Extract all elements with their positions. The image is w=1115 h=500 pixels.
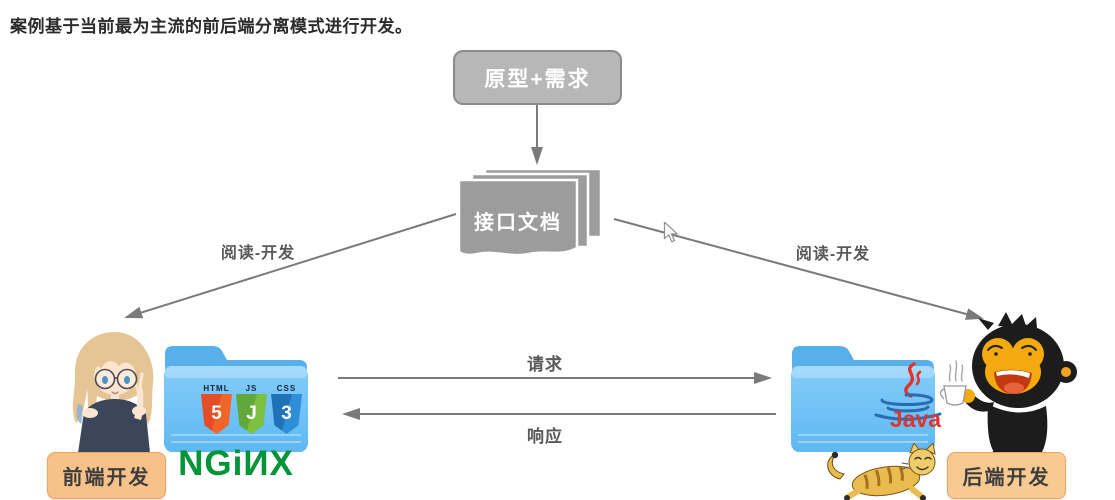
coffee-cup-icon	[939, 360, 967, 406]
api-doc-label: 接口文档	[474, 212, 562, 234]
html5-badge-icon: HTML 5	[201, 384, 232, 434]
tomcat-logo-icon	[827, 443, 936, 500]
backend-role-badge: 后端开发	[947, 452, 1066, 499]
prototype-requirements-label: 原型+需求	[484, 67, 591, 91]
backend-folder-icon	[791, 346, 935, 452]
html5-badge-glyph: 5	[201, 394, 232, 434]
backend-role-label: 后端开发	[962, 467, 1051, 489]
frontend-developer-illustration	[72, 332, 154, 457]
request-label: 请求	[527, 355, 563, 374]
css3-badge-icon: CSS 3	[271, 384, 302, 434]
prototype-requirements-box: 原型+需求	[453, 50, 622, 105]
js-badge-icon: JS J	[236, 384, 267, 434]
web-tech-badges: HTML 5 JS J CSS 3	[201, 384, 302, 434]
css3-badge-glyph: 3	[271, 394, 302, 434]
css3-badge-label: CSS	[276, 384, 297, 393]
java-logo-icon	[874, 362, 942, 421]
frontend-role-label: 前端开发	[62, 467, 151, 489]
api-doc-stack-icon	[457, 167, 603, 257]
arrow-doc-to-frontend	[124, 213, 457, 319]
java-label: Java	[889, 406, 942, 432]
html5-badge-label: HTML	[203, 384, 230, 393]
frontend-folder-icon	[164, 346, 308, 452]
mouse-cursor-icon	[663, 222, 679, 243]
response-label: 响应	[527, 427, 563, 446]
js-badge-label: JS	[245, 384, 258, 393]
js-badge-glyph: J	[236, 394, 267, 434]
backend-developer-illustration	[939, 312, 1077, 458]
nginx-logo: NGiИX	[178, 444, 294, 483]
read-dev-label-right: 阅读-开发	[795, 246, 871, 263]
page-title: 案例基于当前最为主流的前后端分离模式进行开发。	[10, 17, 413, 36]
frontend-role-badge: 前端开发	[47, 452, 166, 499]
read-dev-label-left: 阅读-开发	[220, 245, 296, 262]
arrow-doc-to-backend	[613, 218, 984, 320]
